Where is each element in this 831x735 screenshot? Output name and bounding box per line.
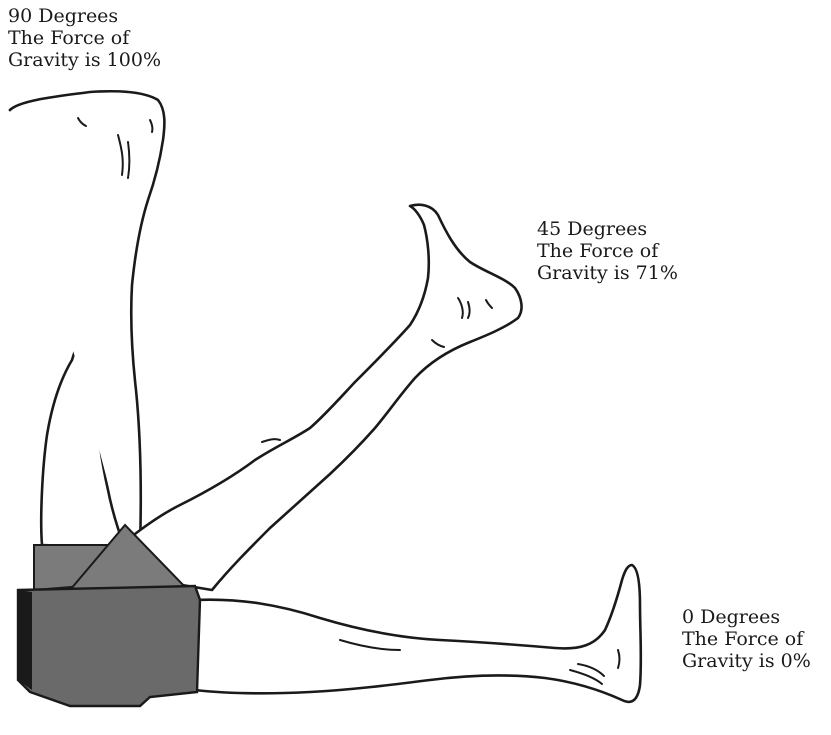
label-45-line2: The Force of bbox=[537, 240, 678, 262]
leg-90-degrees bbox=[10, 91, 164, 548]
leg-0-degrees bbox=[195, 565, 641, 702]
shorts-side-shadow bbox=[18, 590, 32, 690]
label-45-line1: 45 Degrees bbox=[537, 218, 678, 240]
label-0-line3: Gravity is 0% bbox=[682, 650, 811, 672]
label-90-line1: 90 Degrees bbox=[8, 5, 161, 27]
label-0-degrees: 0 Degrees The Force of Gravity is 0% bbox=[682, 606, 811, 672]
label-90-degrees: 90 Degrees The Force of Gravity is 100% bbox=[8, 5, 161, 71]
label-0-line2: The Force of bbox=[682, 628, 811, 650]
shorts-front bbox=[18, 586, 200, 706]
label-45-degrees: 45 Degrees The Force of Gravity is 71% bbox=[537, 218, 678, 284]
label-90-line2: The Force of bbox=[8, 27, 161, 49]
label-90-line3: Gravity is 100% bbox=[8, 49, 161, 71]
label-45-line3: Gravity is 71% bbox=[537, 262, 678, 284]
leg-45-degrees bbox=[92, 205, 522, 590]
label-0-line1: 0 Degrees bbox=[682, 606, 811, 628]
